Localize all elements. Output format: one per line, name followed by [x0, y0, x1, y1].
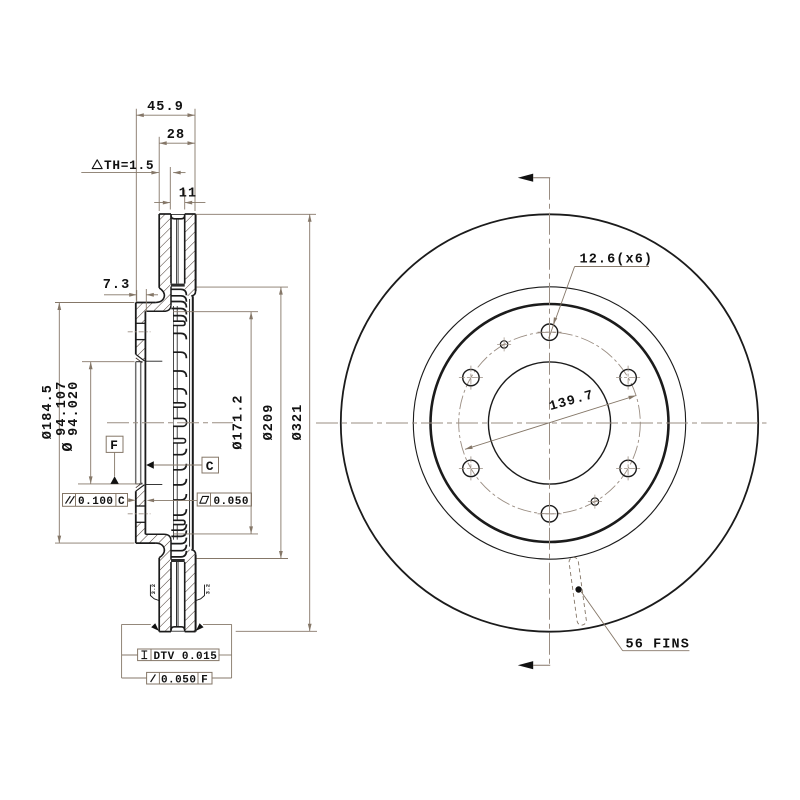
svg-text:Ø321: Ø321	[291, 404, 306, 441]
svg-text:0.050: 0.050	[213, 496, 249, 508]
svg-text:12.6(x6): 12.6(x6)	[580, 252, 654, 267]
svg-text:0.050: 0.050	[161, 674, 197, 686]
svg-text:DTV 0.015: DTV 0.015	[153, 651, 217, 663]
svg-text:94.020: 94.020	[67, 381, 82, 436]
svg-text:94.107: 94.107	[55, 381, 70, 436]
svg-text:7.3: 7.3	[103, 278, 131, 293]
svg-text:56 FINS: 56 FINS	[626, 638, 690, 653]
svg-text:45.9: 45.9	[147, 100, 184, 115]
svg-text:Ø184.5: Ø184.5	[41, 384, 56, 439]
svg-text:28: 28	[167, 128, 185, 143]
svg-text:3.2: 3.2	[205, 584, 212, 595]
svg-text:0.100: 0.100	[78, 496, 114, 508]
svg-text:F: F	[110, 438, 119, 453]
svg-text:F: F	[201, 674, 209, 686]
svg-text:Ø: Ø	[60, 441, 77, 451]
svg-text:C: C	[206, 459, 215, 474]
svg-text:Ø171.2: Ø171.2	[231, 394, 246, 449]
svg-text:3.2: 3.2	[150, 584, 157, 595]
svg-text:Ø209: Ø209	[262, 404, 277, 441]
svg-text:TH=1.5: TH=1.5	[104, 158, 154, 173]
svg-text:11: 11	[179, 186, 197, 201]
svg-text:C: C	[118, 496, 126, 508]
